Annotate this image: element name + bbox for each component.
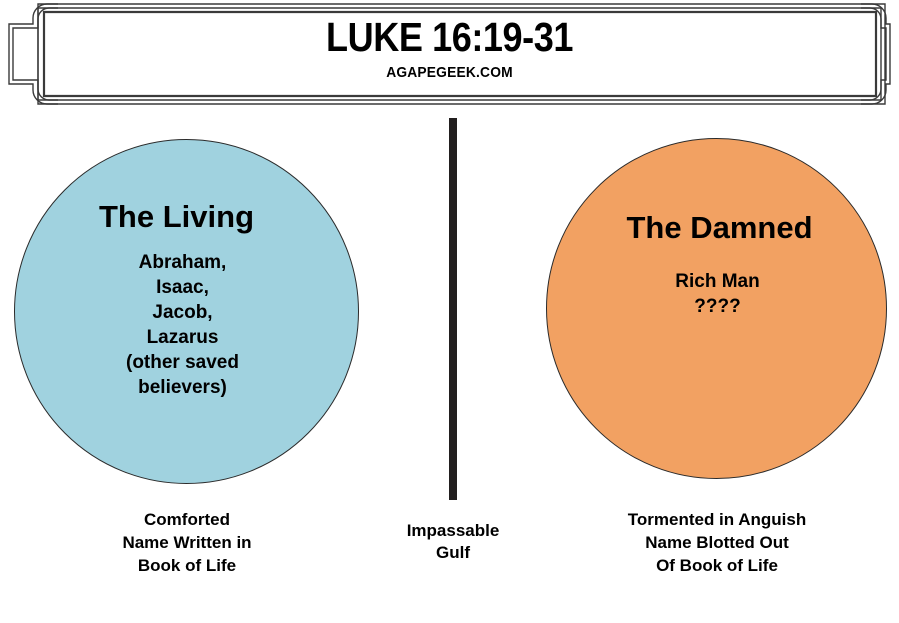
circle-the-damned-body: Rich Man ???? xyxy=(675,271,760,317)
site-credit: AGAPEGEEK.COM xyxy=(386,64,513,81)
header-text-block: LUKE 16:19-31 AGAPEGEEK.COM xyxy=(0,14,899,81)
decorative-frame-icon xyxy=(8,3,891,105)
caption-the-damned: Tormented in Anguish Name Blotted Out Of… xyxy=(627,510,807,575)
header-banner: LUKE 16:19-31 AGAPEGEEK.COM xyxy=(0,0,899,108)
circle-the-living: The Living Abraham, Isaac, Jacob, Lazaru… xyxy=(14,139,359,484)
circle-the-damned: The Damned Rich Man ???? xyxy=(546,138,887,479)
circle-the-living-content: The Living Abraham, Isaac, Jacob, Lazaru… xyxy=(15,140,358,483)
impassable-gulf-label: Impassable Gulf xyxy=(406,521,500,562)
caption-the-living: Comforted Name Written in Book of Life xyxy=(122,510,252,575)
circle-the-damned-heading: The Damned xyxy=(626,210,813,245)
circle-the-living-body: Abraham, Isaac, Jacob, Lazarus (other sa… xyxy=(126,252,239,398)
circle-the-living-heading: The Living xyxy=(99,199,254,234)
impassable-gulf-bar xyxy=(449,118,457,500)
circle-the-damned-content: The Damned Rich Man ???? xyxy=(547,139,886,478)
page-title: LUKE 16:19-31 xyxy=(326,14,573,60)
